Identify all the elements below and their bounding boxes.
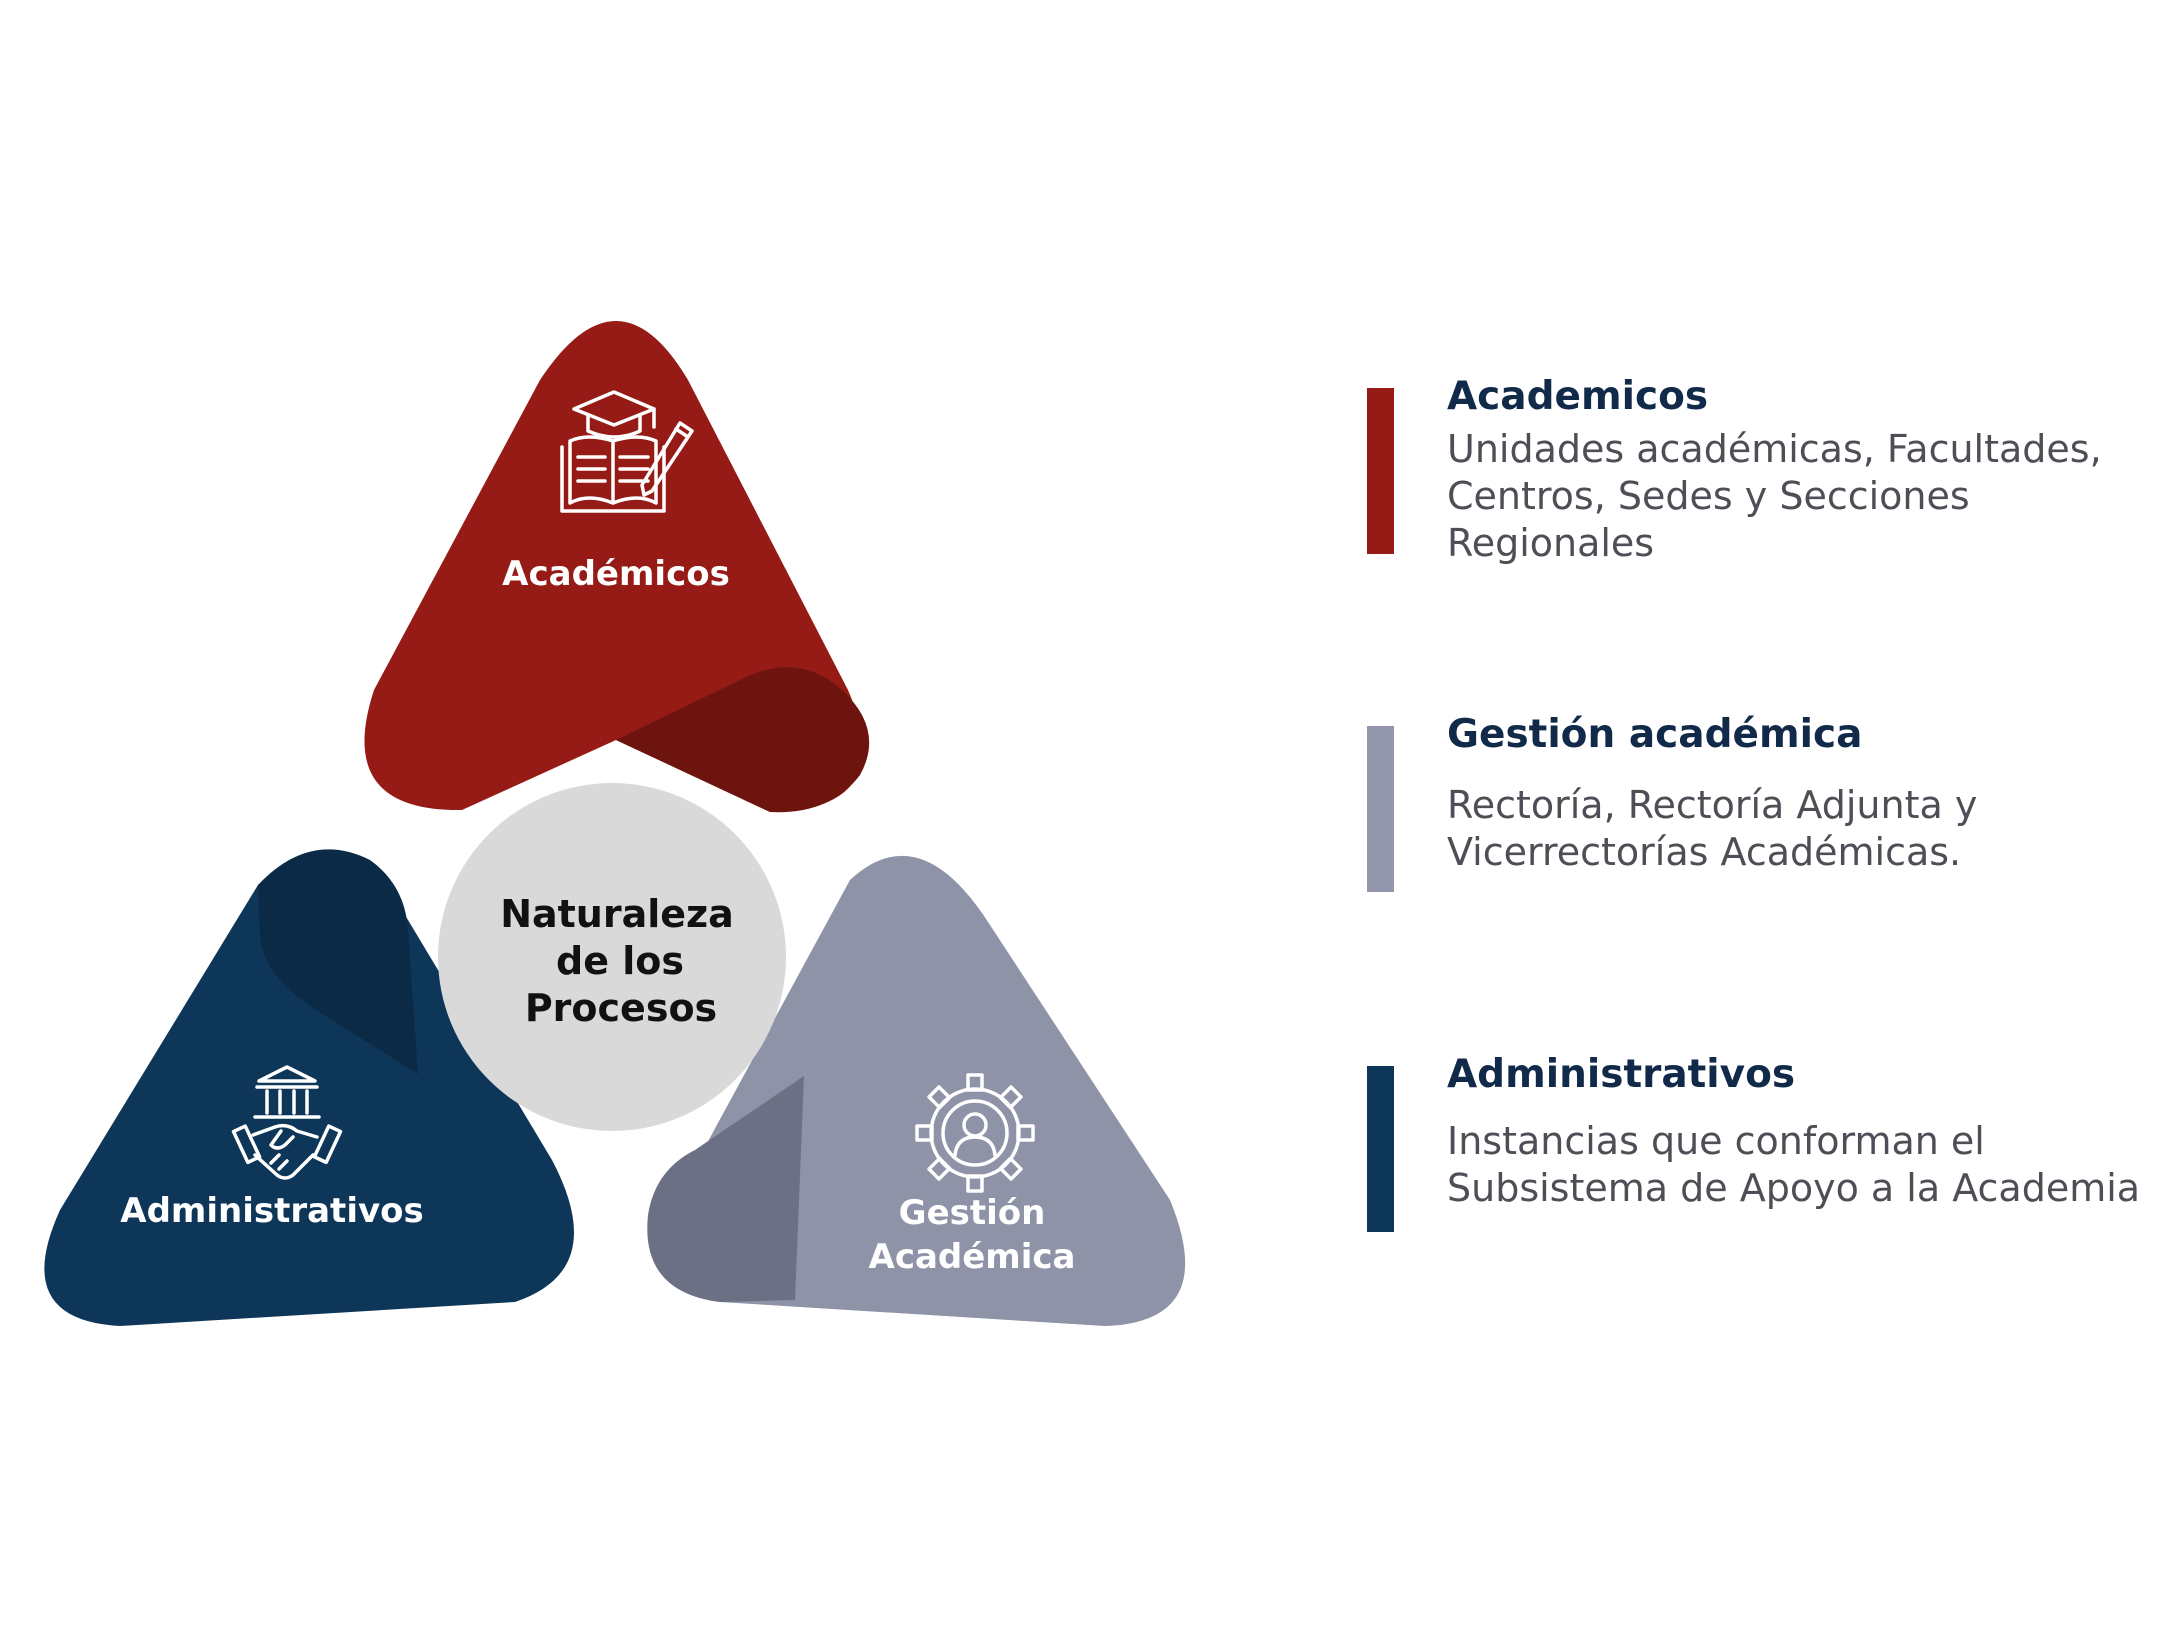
legend-item-gestion: Gestión académica Rectoría, Rectoría Adj… <box>1367 700 2157 900</box>
administrativos-shape[interactable]: Administrativos <box>44 849 574 1326</box>
academicos-shape[interactable]: Académicos <box>364 321 870 813</box>
gestion-label-line-1: Gestión <box>899 1193 1046 1233</box>
graduation-book-icon <box>560 390 694 513</box>
gestion-shape[interactable]: Gestión Académica <box>647 855 1186 1326</box>
institution-handshake-icon <box>231 1065 343 1180</box>
legend-bar-gestion <box>1367 726 1394 892</box>
gestion-fold <box>647 1076 804 1302</box>
administrativos-triangle <box>44 856 574 1326</box>
administrativos-label: Administrativos <box>120 1191 423 1231</box>
academicos-label: Académicos <box>502 554 730 594</box>
process-nature-diagram: Académicos Administrativos <box>44 321 1186 1326</box>
legend-title: Academicos <box>1447 374 1709 419</box>
legend-bar-academicos <box>1367 388 1394 554</box>
legend-item-administrativos: Administrativos Instancias que conforman… <box>1367 1040 2157 1260</box>
gear-user-icon <box>915 1073 1035 1193</box>
administrativos-fold <box>258 849 418 1074</box>
center-label-line-1: Naturaleza <box>500 892 734 936</box>
center-circle <box>438 783 786 1131</box>
gestion-label-line-2: Académica <box>869 1237 1076 1277</box>
legend-bar-administrativos <box>1367 1066 1394 1232</box>
center-label-line-2: de los <box>556 939 684 983</box>
center-node: Naturaleza de los Procesos <box>438 783 786 1131</box>
academicos-fold <box>616 667 870 813</box>
legend-description: Instancias que conforman el Subsistema d… <box>1447 1119 2141 1210</box>
legend-title: Administrativos <box>1447 1052 1796 1097</box>
legend-title: Gestión académica <box>1447 712 1863 757</box>
legend-description: Rectoría, Rectoría Adjunta y Vicerrector… <box>1447 783 1978 874</box>
center-label-line-3: Procesos <box>525 986 717 1030</box>
legend-description: Unidades académicas, Facultades, Centros… <box>1447 427 2102 565</box>
legend-item-academicos: Academicos Unidades académicas, Facultad… <box>1367 362 2157 565</box>
